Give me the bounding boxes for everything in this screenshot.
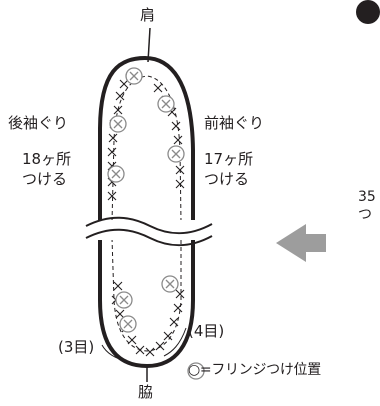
cross-stitch-mark — [175, 165, 185, 175]
break-mark-bottom — [85, 228, 213, 247]
cross-stitch-mark — [173, 135, 183, 145]
back-armhole-label: 後袖ぐり — [8, 114, 69, 132]
side-label: 脇 — [138, 383, 154, 401]
legend-text: ○=フリンジつけ位置 — [188, 362, 321, 378]
cross-stitch-mark — [155, 341, 165, 351]
fringe-marker — [107, 165, 125, 183]
cross-stitch-mark — [175, 289, 185, 299]
cross-stitch-mark — [175, 179, 185, 189]
fringe-marker — [167, 145, 185, 163]
edge-text: つ — [358, 207, 372, 223]
edge-number: 35 — [358, 189, 376, 205]
fringe-marker — [125, 67, 143, 85]
left-arrow-icon — [276, 224, 326, 262]
right-stitch-count: (4目) — [188, 322, 225, 340]
fringe-marker — [119, 315, 137, 333]
front-count-label: 17ヶ所 — [204, 150, 254, 168]
right-count-pointer — [163, 327, 187, 357]
left-stitch-count: (3目) — [58, 338, 95, 356]
cross-stitch-mark — [113, 105, 123, 115]
cross-stitch-mark — [119, 79, 129, 89]
legend-circle-icon — [187, 362, 205, 380]
cross-stitch-mark — [173, 303, 183, 313]
cross-stitch-mark — [107, 147, 117, 157]
left-count-pointer — [101, 344, 131, 363]
armhole-outline-top — [98, 55, 195, 226]
cross-stitch-mark — [115, 91, 125, 101]
fringe-marker — [115, 291, 133, 309]
front-armhole-label: 前袖ぐり — [204, 114, 265, 132]
break-mark-top — [85, 216, 213, 235]
cross-stitch-mark — [127, 335, 137, 345]
cross-stitch-mark — [113, 281, 123, 291]
fringe-marker — [109, 115, 127, 133]
shoulder-label: 肩 — [140, 6, 156, 24]
back-count-label: 18ヶ所 — [22, 150, 72, 168]
cross-stitch-mark — [115, 309, 125, 319]
circled-x-icon — [107, 67, 185, 333]
cross-stitch-mark — [135, 345, 145, 355]
cross-stitch-mark — [163, 331, 173, 341]
back-attach-label: つける — [22, 170, 68, 188]
cross-stitch-mark — [169, 317, 179, 327]
cross-stitch-mark — [108, 133, 118, 143]
fringe-marker — [157, 95, 175, 113]
fringe-marker — [161, 275, 179, 293]
armhole-outline-bottom — [98, 232, 195, 369]
cross-stitch-mark — [153, 83, 163, 93]
front-attach-label: つける — [204, 170, 250, 188]
inner-dashed-line — [111, 75, 182, 352]
black-dot-icon — [356, 0, 380, 24]
cross-stitch-mark — [167, 107, 177, 117]
cross-stitch-mark — [107, 191, 117, 201]
cross-stitch-mark — [145, 347, 155, 357]
cross-stitch-mark — [171, 121, 181, 131]
